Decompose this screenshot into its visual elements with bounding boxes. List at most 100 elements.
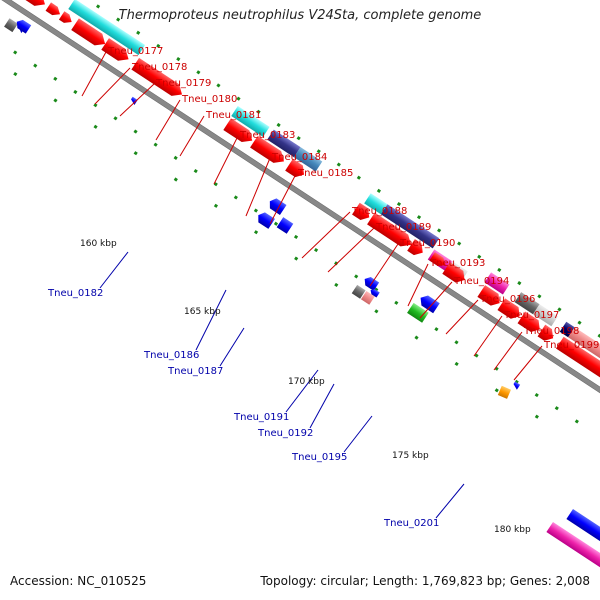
scale-label: 180 kbp	[494, 525, 531, 535]
tick-mark	[13, 50, 18, 55]
genome-backbone	[0, 0, 600, 395]
label-leader	[419, 281, 453, 319]
gene-arrow	[223, 118, 253, 143]
label-leader	[99, 251, 129, 289]
gene-arrow	[101, 38, 129, 61]
tick-mark	[356, 175, 361, 180]
tick-mark	[273, 221, 279, 226]
tick-mark	[196, 70, 201, 75]
label-leader	[301, 211, 351, 259]
gene-arrow	[517, 311, 540, 332]
gene-arrow	[497, 298, 520, 319]
gene-label: Tneu_0201	[383, 518, 439, 529]
gene-feature	[267, 129, 301, 158]
tick-mark	[153, 142, 158, 147]
tick-mark	[136, 30, 141, 35]
label-leader	[179, 115, 205, 157]
tick-mark	[256, 109, 261, 114]
tick-mark	[293, 234, 299, 240]
tick-mark	[116, 17, 121, 22]
gene-arrow	[16, 19, 32, 34]
gene-arrow	[537, 324, 554, 341]
tick-mark	[176, 57, 181, 62]
scale-label: 175 kbp	[392, 451, 429, 461]
gene-feature	[351, 284, 366, 299]
gene-feature	[514, 292, 540, 315]
gene-label: Tneu_0196	[479, 294, 535, 305]
tick-mark	[494, 388, 499, 393]
gene-label: Tneu_0199	[543, 340, 599, 351]
gene-feature	[364, 193, 388, 215]
gene-arrow	[407, 239, 423, 256]
gene-arrow	[477, 285, 500, 306]
tick-mark	[13, 72, 18, 77]
tick-mark	[577, 320, 582, 325]
gene-arrow	[258, 212, 275, 229]
gene-label: Tneu_0197	[503, 310, 559, 321]
gene-feature	[497, 385, 511, 399]
gene-label: Tneu_0185	[297, 168, 353, 179]
label-leader	[269, 173, 297, 225]
gene-arrow	[285, 158, 305, 178]
label-leader	[285, 369, 319, 413]
tick-mark	[73, 89, 78, 95]
gene-label: Tneu_0178	[131, 62, 187, 73]
gene-label: Tneu_0191	[233, 412, 289, 423]
gene-label: Tneu_0180	[181, 94, 237, 105]
tick-mark	[574, 419, 579, 424]
gene-label: Tneu_0189	[375, 222, 431, 233]
gene-label: Tneu_0179	[155, 78, 211, 89]
gene-feature	[407, 302, 429, 323]
tick-mark	[253, 230, 259, 235]
tick-mark	[93, 103, 98, 108]
tick-mark	[113, 116, 118, 121]
scale-label: 165 kbp	[184, 307, 221, 317]
tick-mark	[394, 300, 399, 305]
gene-feature	[276, 217, 294, 234]
tick-mark	[537, 294, 542, 299]
gene-label: Tneu_0186	[143, 350, 199, 361]
tick-mark	[314, 248, 319, 253]
gene-feature	[231, 105, 270, 137]
gene-arrow	[58, 11, 72, 23]
tick-mark	[517, 281, 522, 286]
gene-feature	[4, 18, 18, 33]
tick-mark	[534, 392, 539, 398]
gene-label: Tneu_0190	[399, 238, 455, 249]
forward-strand-genes	[11, 0, 600, 382]
gene-labels: Tneu_0177Tneu_0178Tneu_0179Tneu_0180Tneu…	[47, 46, 599, 529]
gene-feature	[293, 147, 323, 172]
gene-label: Tneu_0194	[453, 276, 509, 287]
label-leader	[195, 289, 227, 351]
gene-label: Tneu_0181	[205, 110, 261, 121]
tick-mark	[96, 4, 101, 9]
label-leader	[219, 327, 245, 367]
gene-feature	[568, 327, 600, 373]
tick-mark	[133, 129, 138, 134]
label-leader	[327, 227, 375, 273]
gene-arrow	[442, 262, 465, 283]
label-leader	[513, 345, 543, 381]
gene-feature	[559, 321, 575, 338]
tick-mark	[316, 149, 321, 154]
gene-arrow	[555, 336, 600, 382]
tick-mark	[454, 361, 459, 367]
label-leader	[81, 51, 107, 97]
gene-arrow	[45, 2, 61, 16]
label-leader	[309, 383, 335, 429]
gene-label: Tneu_0183	[239, 130, 295, 141]
gene-arrow	[131, 96, 138, 106]
tick-mark	[173, 177, 178, 182]
tick-mark	[477, 254, 482, 259]
tick-mark	[396, 201, 402, 207]
label-leader	[445, 299, 479, 335]
tick-mark	[416, 215, 422, 220]
gene-feature	[532, 304, 558, 327]
gene-label: Tneu_0184	[271, 152, 327, 163]
gene-arrow	[367, 212, 412, 247]
tick-mark	[497, 267, 502, 273]
tick-mark	[236, 96, 241, 101]
gene-label: Tneu_0192	[257, 428, 313, 439]
scale-label: 170 kbp	[288, 377, 325, 387]
label-leader	[213, 135, 239, 185]
